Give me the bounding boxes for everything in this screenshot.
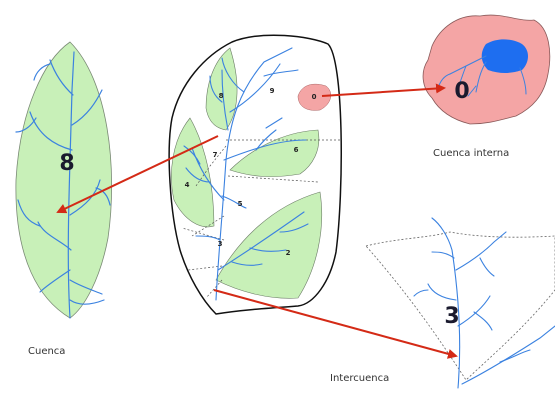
intercuenca-label: Intercuenca [330,373,390,384]
cuenca-interna-basin: 0 [422,14,551,125]
cuenca-number: 8 [59,151,74,176]
cuenca-basin: 8 [15,41,112,319]
cuenca-label: Cuenca [28,346,66,357]
cuenca-interna-label: Cuenca interna [433,148,510,159]
subbasin-label-7: 7 [213,151,218,159]
intercuenca-number: 3 [444,304,459,329]
subbasin-label-3: 3 [218,240,223,248]
intercuenca-basin: 3 [365,217,555,389]
subbasin-label-0: 0 [312,93,317,101]
subbasin-label-9: 9 [270,87,275,95]
subbasin-label-6: 6 [294,146,299,154]
arrow-to-intercuenca [213,289,458,359]
subbasin-label-2: 2 [286,249,291,257]
watershed-main: 8 9 0 7 6 4 5 3 2 [168,34,342,315]
arrow-to-cuenca-interna [321,83,446,97]
subbasin-label-4: 4 [185,181,190,189]
subbasin-label-8: 8 [219,92,224,100]
arrow-to-cuenca [56,135,219,214]
cuenca-interna-number: 0 [454,79,469,104]
subbasin-label-5: 5 [238,200,243,208]
